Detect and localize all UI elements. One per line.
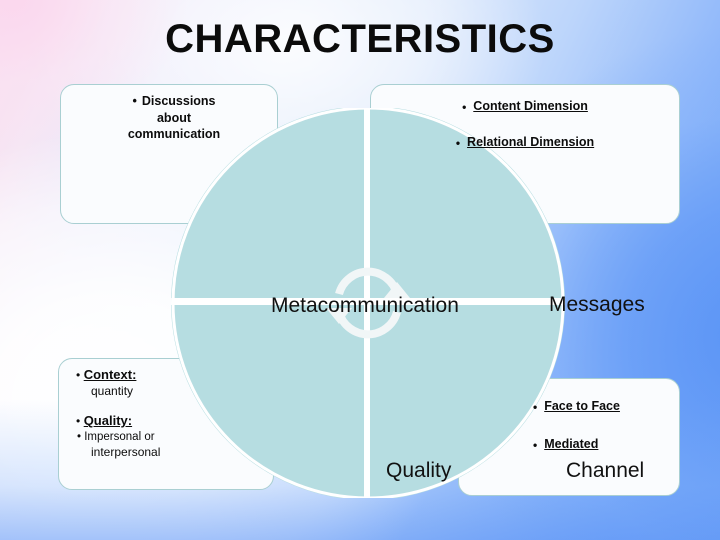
bullet-icon: •	[76, 368, 81, 382]
quality-quality-detail-1: Impersonal or	[84, 431, 155, 444]
messages-item-2-label: Relational Dimension	[467, 135, 595, 150]
quadrant-label-quality: Quality	[386, 459, 452, 482]
bullet-icon: •	[76, 414, 81, 429]
quadrant-label-messages: Messages	[549, 293, 645, 316]
callout-box-quality: • Context: quantity • Quality: • Imperso…	[58, 358, 274, 490]
quality-context-heading: Context:	[83, 367, 137, 382]
quality-quality-detail-line-1: • Impersonal or	[71, 430, 261, 445]
bullet-icon: •	[462, 100, 467, 114]
page-title: CHARACTERISTICS	[165, 17, 555, 61]
channel-item-1: • Face to Face	[471, 399, 667, 415]
metacommunication-line-2: about	[156, 110, 192, 125]
metacommunication-line-3: communication	[127, 127, 221, 141]
quality-item-context: • Context:	[71, 367, 261, 384]
messages-item-2: • Relational Dimension	[383, 135, 667, 151]
messages-item-1: • Content Dimension	[383, 99, 667, 115]
bullet-icon: •	[455, 136, 461, 151]
quadrant-circle-diagram: Metacommunication Messages Quality Chann…	[170, 108, 645, 498]
quality-context-detail: quantity	[91, 383, 134, 398]
channel-item-2: • Mediated	[471, 437, 667, 453]
callout-box-channel: • Face to Face • Mediated	[458, 378, 680, 496]
metacommunication-bullet-text: • Discussions about communication	[73, 93, 265, 143]
quality-quality-detail-line-2: interpersonal	[91, 445, 161, 460]
bullet-icon: •	[132, 94, 137, 108]
refresh-cycle-arrowheads	[326, 282, 410, 324]
quadrant-label-metacommunication: Metacommunication	[271, 294, 459, 317]
quality-quality-heading: Quality:	[83, 413, 133, 429]
messages-item-1-label: Content Dimension	[473, 99, 588, 113]
quadrant-label-channel: Channel	[566, 459, 645, 482]
bullet-icon: •	[533, 400, 538, 414]
bullet-icon: •	[533, 438, 538, 453]
bullet-icon: •	[77, 431, 82, 444]
refresh-cycle-icon	[335, 267, 401, 339]
metacommunication-line-1: Discussions	[141, 94, 216, 108]
quality-item-quality: • Quality:	[71, 413, 261, 430]
channel-item-2-label: Mediated	[544, 437, 599, 452]
channel-item-1-label: Face to Face	[544, 399, 620, 413]
